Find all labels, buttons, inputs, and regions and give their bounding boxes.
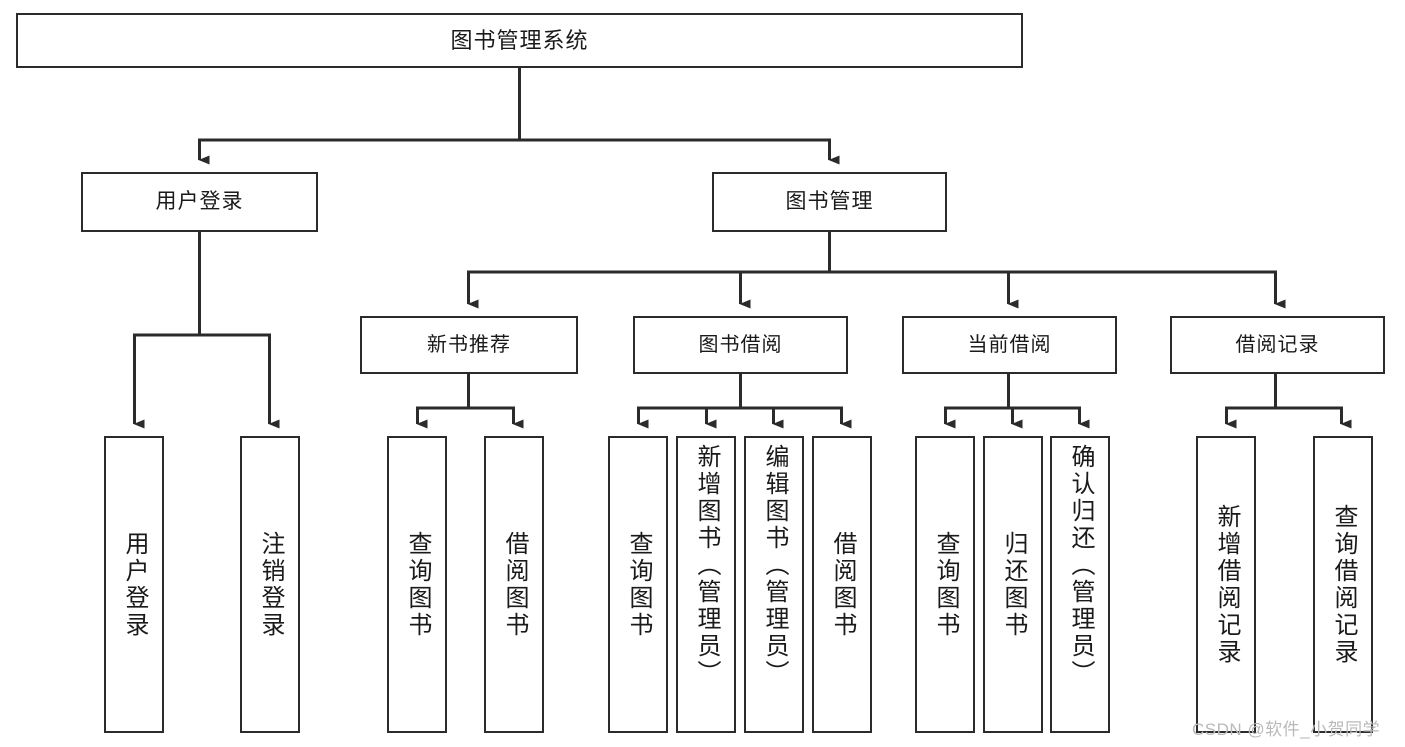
node-label: 新书推荐 — [427, 333, 511, 356]
node-label: 查询图书 — [932, 530, 959, 639]
node-label: 当前借阅 — [967, 333, 1052, 356]
node-label: 查询图书 — [625, 530, 652, 639]
node-label: 借阅记录 — [1235, 333, 1320, 356]
node-leaf-logout-login[interactable]: 注销登录 — [240, 436, 300, 733]
node-leaf-query-borrow-record[interactable]: 查询借阅记录 — [1313, 436, 1373, 733]
node-label: 编辑图书（管理员） — [761, 444, 788, 687]
node-leaf-add-borrow-record[interactable]: 新增借阅记录 — [1196, 436, 1256, 733]
connector-userlogin-to-leaves — [133, 232, 280, 429]
node-book-management[interactable]: 图书管理 — [712, 172, 947, 232]
node-label: 查询借阅记录 — [1330, 503, 1357, 666]
node-leaf-borrow-books-recommendation[interactable]: 借阅图书 — [484, 436, 544, 733]
node-label: 注销登录 — [257, 530, 284, 639]
node-leaf-user-login[interactable]: 用户登录 — [104, 436, 164, 733]
node-label: 图书管理 — [785, 189, 874, 213]
node-book-borrow[interactable]: 图书借阅 — [633, 316, 848, 374]
node-label: 图书借阅 — [698, 333, 783, 356]
node-user-login[interactable]: 用户登录 — [81, 172, 318, 232]
connector-root-to-level1 — [198, 68, 840, 165]
node-label: 图书管理系统 — [450, 27, 589, 53]
node-label: 用户登录 — [121, 530, 148, 639]
node-label: 确认归还（管理员） — [1067, 444, 1094, 687]
node-label: 归还图书 — [1000, 530, 1027, 639]
node-leaf-query-books-current[interactable]: 查询图书 — [915, 436, 975, 733]
node-label: 新增借阅记录 — [1213, 503, 1240, 666]
node-current-borrow[interactable]: 当前借阅 — [902, 316, 1117, 374]
node-leaf-query-books-recommendation[interactable]: 查询图书 — [387, 436, 447, 733]
node-label: 查询图书 — [404, 530, 431, 639]
connector-newbook-to-leaves — [416, 374, 524, 429]
node-new-book-recommendation[interactable]: 新书推荐 — [360, 316, 578, 374]
node-borrow-record[interactable]: 借阅记录 — [1170, 316, 1385, 374]
node-label: 用户登录 — [155, 189, 244, 213]
connector-borrowrecord-to-leaves — [1225, 374, 1352, 429]
node-leaf-borrow-books[interactable]: 借阅图书 — [812, 436, 872, 733]
connector-bookmgmt-to-level2 — [467, 232, 1286, 309]
connector-bookborrow-to-leaves — [637, 374, 852, 429]
node-label: 借阅图书 — [501, 530, 528, 639]
node-label: 借阅图书 — [829, 530, 856, 639]
node-leaf-query-books-borrow[interactable]: 查询图书 — [608, 436, 668, 733]
node-book-management-system[interactable]: 图书管理系统 — [16, 13, 1023, 68]
node-leaf-add-book-admin[interactable]: 新增图书（管理员） — [676, 436, 736, 733]
node-label: 新增图书（管理员） — [693, 444, 720, 687]
connector-currentborrow-to-leaves — [944, 374, 1090, 429]
node-leaf-return-books[interactable]: 归还图书 — [983, 436, 1043, 733]
node-leaf-edit-book-admin[interactable]: 编辑图书（管理员） — [744, 436, 804, 733]
node-leaf-confirm-return-admin[interactable]: 确认归还（管理员） — [1050, 436, 1110, 733]
